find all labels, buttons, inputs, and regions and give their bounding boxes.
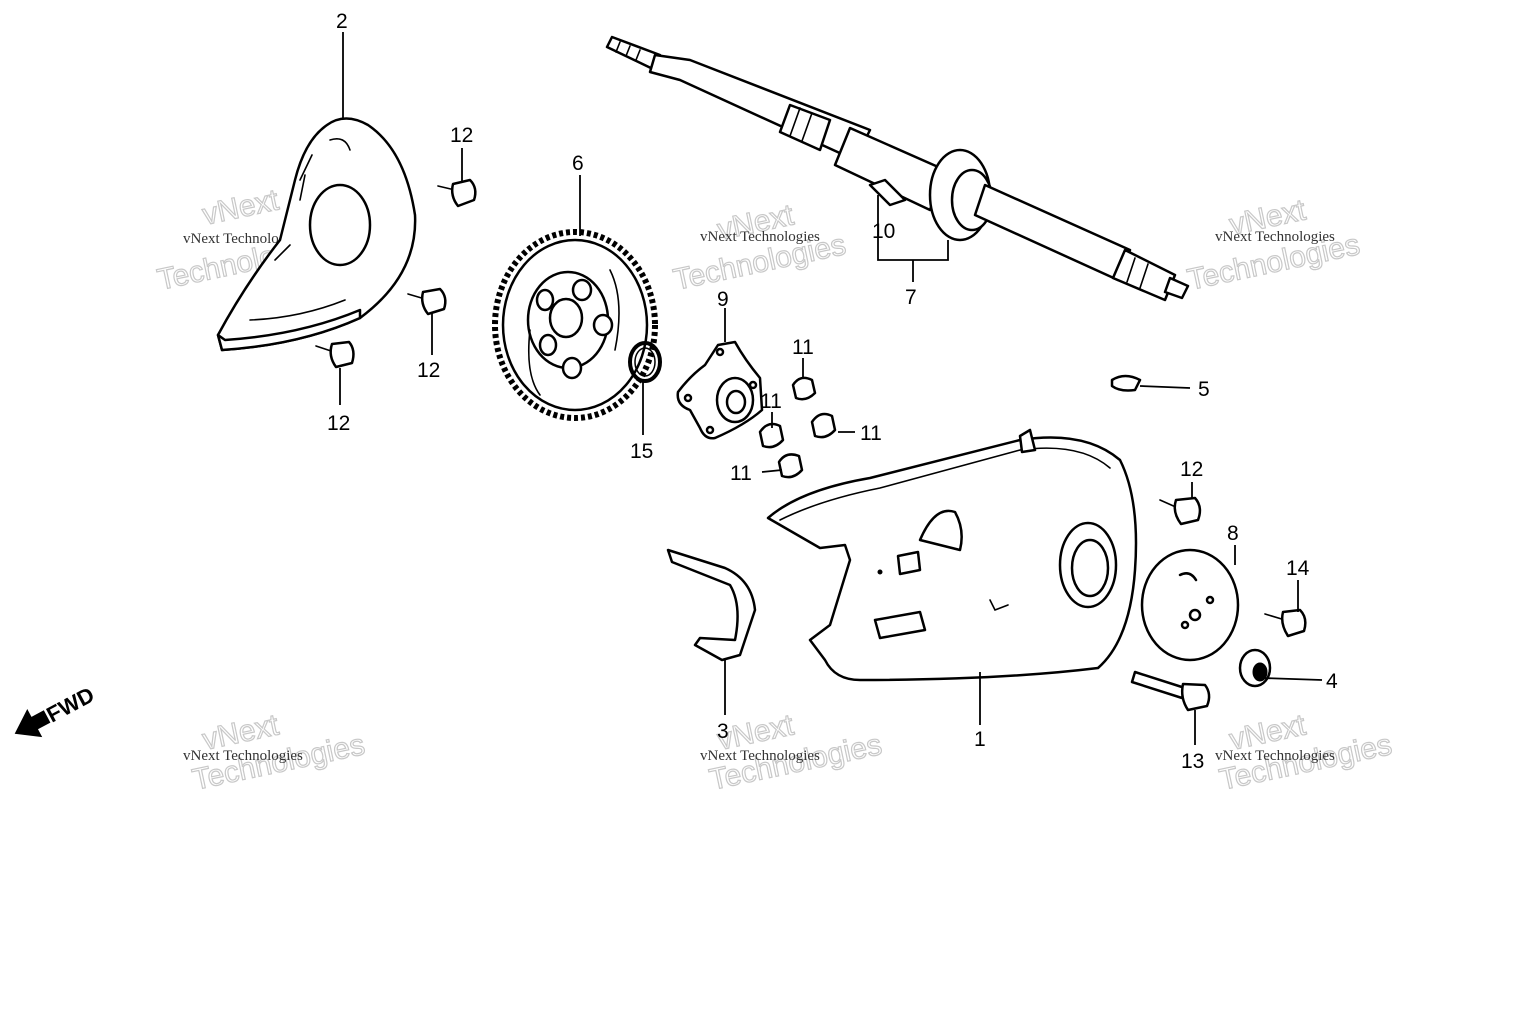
callout-15: 15 [630,440,653,463]
callout-10: 10 [872,220,895,243]
callout-8: 8 [1227,522,1239,545]
part-11-nut-b [758,422,785,449]
part-11-nut-d [777,453,804,479]
svg-text:vNext Technologies: vNext Technologies [700,229,820,245]
callout-4: 4 [1326,670,1338,693]
callout-12-b: 12 [417,359,440,382]
svg-text:vNext Technologies: vNext Technologies [183,748,303,764]
part-8-cover-cap [1140,548,1240,662]
part-12-bolt-right [1159,496,1202,526]
callout-5: 5 [1198,378,1210,401]
callout-14: 14 [1286,557,1310,580]
callout-6: 6 [572,152,584,175]
callout-9: 9 [717,288,729,311]
fwd-direction-indicator: FWD [14,682,98,738]
part-1-chain-case [766,428,1138,682]
part-6-sprocket [492,229,658,421]
callout-1: 1 [974,728,986,751]
watermark-bottom-left: vNext Technologies vNext Technologies [183,708,368,798]
callout-12-d: 12 [1180,458,1203,481]
arrow-left-down-icon [14,708,51,738]
svg-text:vNext Technologies: vNext Technologies [700,748,820,764]
leader-lines [339,32,1323,745]
callout-3: 3 [717,720,729,743]
part-9-hub-flange [676,340,764,440]
callout-13: 13 [1181,750,1204,773]
watermark-top-center: vNext Technologies vNext Technologies [670,198,849,298]
callout-11-c: 11 [860,422,882,445]
svg-text:vNext Technologies: vNext Technologies [1215,229,1335,245]
part-12-bolt-upper [437,178,477,208]
part-2-dust-shield [216,117,417,352]
svg-text:vNext: vNext [200,183,283,231]
watermark-top-right: vNext Technologies vNext Technologies [1184,193,1363,298]
part-11-nut-c [810,412,837,439]
part-5-clip [1110,374,1142,392]
part-3-chain-slider [666,548,757,662]
callout-11-d: 11 [730,462,752,485]
part-14-bolt [1264,608,1307,638]
callout-2: 2 [336,10,348,33]
svg-text:vNext Technologies: vNext Technologies [1215,748,1335,764]
callout-7: 7 [905,286,917,309]
part-13-long-bolt [1130,670,1211,712]
callout-12-c: 12 [327,412,350,435]
svg-text:vNext Technologies: vNext Technologies [183,231,303,247]
part-7-bracket-leader [877,195,949,282]
callout-11-b: 11 [760,390,782,413]
part-11-nut-a [791,376,817,401]
part-12-bolt-middle [407,287,447,316]
part-15-circlip [628,341,662,383]
callout-11-a: 11 [792,336,814,359]
callout-12-a: 12 [450,124,473,147]
part-7-rear-axle [605,35,1190,302]
callout-labels: 1 2 3 4 5 6 7 8 9 10 11 11 11 11 12 12 1… [327,10,1338,773]
svg-text:FWD: FWD [42,682,98,728]
part-12-bolt-lower [315,340,355,369]
watermark-bottom-right: vNext Technologies vNext Technologies [1215,708,1395,798]
part-4-grommet [1238,648,1272,688]
